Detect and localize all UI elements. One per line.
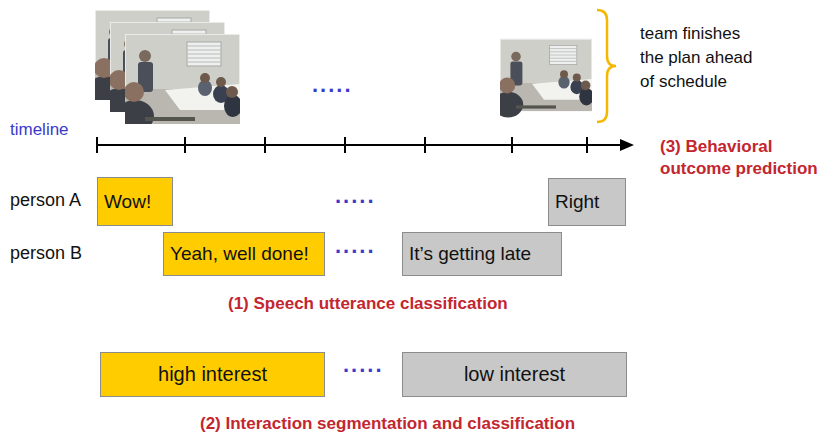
step-label: (2) Interaction segmentation and classif… [200, 413, 575, 435]
utterance-box: low interest [402, 352, 627, 397]
ellipsis-dots: ..... [335, 183, 376, 209]
box-text: Yeah, well done! [170, 243, 309, 265]
box-text: low interest [464, 363, 565, 386]
ellipsis-dots: ..... [312, 72, 353, 98]
timeline-arrowhead [620, 139, 634, 151]
utterance-box: Yeah, well done! [163, 232, 325, 276]
outcome-brace [597, 10, 616, 122]
utterance-box: high interest [100, 352, 325, 397]
video-frame [493, 39, 594, 117]
utterance-box: It’s getting late [402, 232, 562, 276]
outcome-note: team finishes the plan ahead of schedule [640, 22, 765, 94]
box-text: high interest [158, 363, 267, 386]
video-frame [116, 34, 242, 132]
box-text: Wow! [104, 191, 151, 213]
utterance-box: Right [548, 178, 626, 226]
row-label: person B [10, 243, 82, 264]
ellipsis-dots: ..... [335, 233, 376, 259]
step-label: (1) Speech utterance classification [228, 293, 508, 315]
box-text: It’s getting late [409, 243, 531, 265]
row-label: person A [10, 190, 81, 211]
axis-label: timeline [10, 120, 69, 140]
timeline-axis [97, 144, 622, 146]
timeline-ticks [97, 137, 587, 153]
box-text: Right [555, 191, 599, 213]
step-label: (3) Behavioral outcome prediction [660, 136, 832, 180]
utterance-box: Wow! [97, 177, 173, 226]
ellipsis-dots: ..... [343, 352, 384, 378]
